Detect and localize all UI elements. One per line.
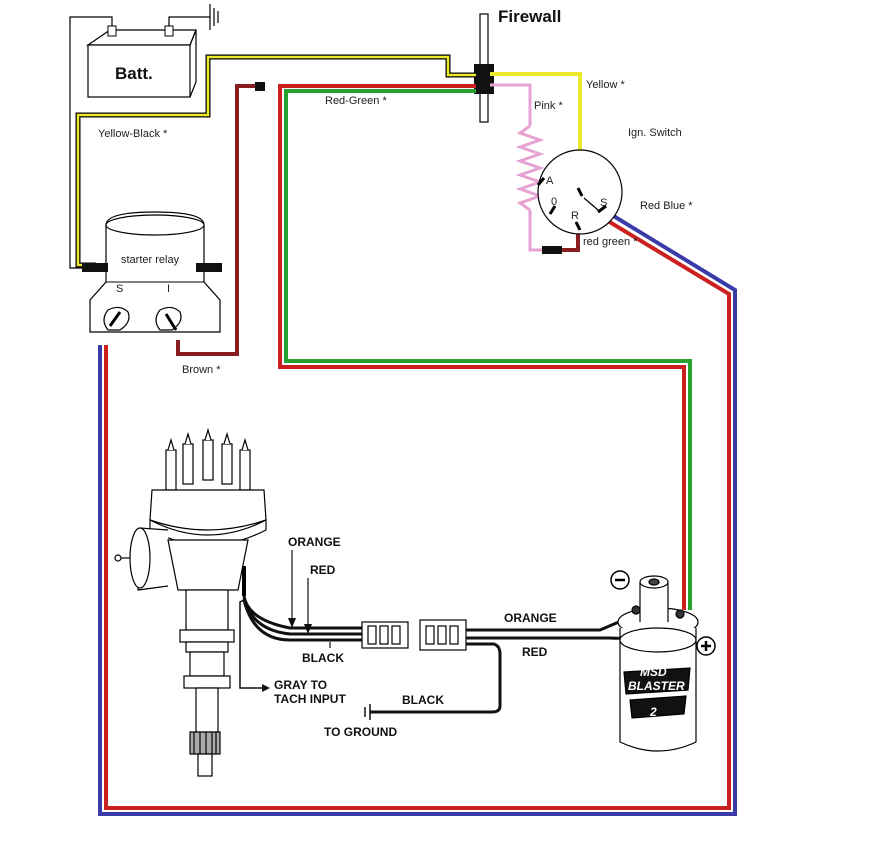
resistor-icon: [515, 124, 545, 212]
yellow-label: Yellow *: [586, 79, 625, 91]
coil-msd-label: MSD: [640, 665, 667, 679]
switch-0-label: 0: [551, 196, 557, 208]
pink-connector: [542, 246, 562, 254]
switch-a-label: A: [546, 175, 554, 187]
battery-label: Batt.: [115, 64, 153, 83]
relay-left-terminal: [82, 263, 108, 272]
distributor: [114, 427, 267, 777]
firewall-label: Firewall: [498, 7, 561, 26]
yellow-black-label: Yellow-Black *: [98, 128, 168, 140]
coil-red-label: RED: [522, 645, 548, 659]
coil-2-label: 2: [649, 705, 657, 719]
red-blue-label: Red Blue *: [640, 200, 693, 212]
starter-relay: starter relay S I: [82, 211, 222, 333]
coil-positive-icon: [696, 636, 716, 656]
battery: Batt.: [86, 25, 197, 98]
relay-right-terminal: [196, 263, 222, 272]
dist-black-label: BLACK: [302, 651, 344, 665]
ignition-coil: [617, 575, 699, 752]
red-blue-wire-blue: [98, 210, 737, 816]
switch-s-label: S: [600, 197, 607, 209]
coil-orange-label: ORANGE: [504, 611, 557, 625]
ground-black-label: BLACK: [402, 693, 444, 707]
brown-connector: [255, 82, 265, 91]
red-green-wire-green: [284, 89, 692, 610]
black-pickup-wire: [242, 599, 362, 642]
pickup-connector: [361, 619, 467, 651]
relay-i-label: I: [167, 283, 170, 295]
gray-tach-wire: [239, 599, 262, 689]
gray-tach-label-2: TACH INPUT: [274, 692, 346, 706]
battery-negative-cable: [69, 16, 113, 269]
relay-s-label: S: [116, 283, 123, 295]
ign-switch-label: Ign. Switch: [628, 127, 682, 139]
brown-label: Brown *: [182, 364, 221, 376]
red-green-switch-label: red green *: [583, 236, 638, 248]
coil-negative-icon: [610, 570, 630, 590]
red-green-wire-red: [278, 84, 686, 610]
dist-orange-label: ORANGE: [288, 535, 341, 549]
ground-terminal-icon: [364, 704, 371, 720]
yellow-black-wire: [76, 55, 476, 267]
pink-label: Pink *: [534, 100, 563, 112]
dist-red-label: RED: [310, 563, 336, 577]
red-blue-wire-red: [104, 216, 731, 810]
battery-ground-cable: [168, 16, 210, 26]
ground-symbol-icon: [209, 4, 219, 30]
gray-tach-label-1: GRAY TO: [274, 678, 327, 692]
to-ground-label: TO GROUND: [324, 725, 397, 739]
pink-wire-lower: [528, 210, 542, 252]
starter-relay-label: starter relay: [121, 254, 180, 266]
brown-wire: [176, 84, 260, 356]
switch-r-label: R: [571, 210, 579, 222]
firewall: Firewall: [474, 7, 561, 123]
pink-wire: [490, 83, 532, 126]
ignition-switch: A 0 R S: [536, 149, 623, 235]
black-ground-wire: [370, 642, 502, 714]
coil-blaster-label: BLASTER: [628, 679, 685, 693]
red-green-top-label: Red-Green *: [325, 95, 387, 107]
